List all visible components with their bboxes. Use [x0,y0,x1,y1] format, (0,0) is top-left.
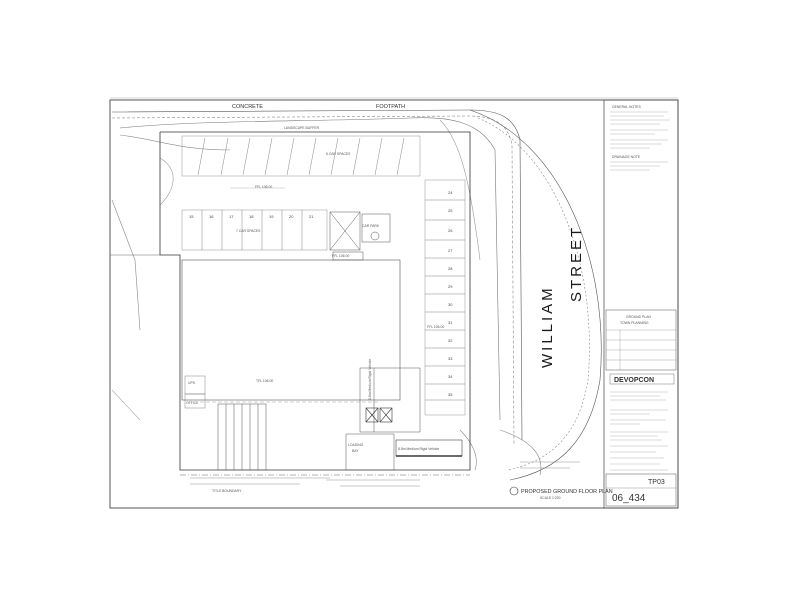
bay-number: 20 [289,214,294,219]
revision-code: TP03 [648,479,665,486]
drawing-number: 06_434 [612,493,646,504]
right-parking-numbers: 24 25 26 27 28 29 30 31 32 33 34 35 [448,190,453,397]
bay-number: 27 [448,248,453,253]
right-parking-column [424,179,466,416]
ups-label: UPS [188,381,196,385]
footpath-label: FOOTPATH [376,104,405,110]
bay-number: 25 [448,208,453,213]
title-boundary-label: TITLE BOUNDARY [212,489,242,493]
mid-parking-row [181,209,328,251]
bay-number: 15 [189,214,194,219]
landscape-buffer-label: LANDSCAPE BUFFER [284,126,320,130]
bottom-annotations [190,461,580,487]
bay-number: 28 [448,266,453,271]
bay-number: 31 [448,320,453,325]
right-parking-dividers [425,199,465,401]
bay-label: BAY [352,449,359,453]
bay-number: 16 [209,214,214,219]
street-label: STREET [568,225,585,302]
lower-building [217,367,421,471]
loading-crosses [365,407,393,423]
town-planning-label: TOWN PLANNING [620,321,649,325]
mid-car-spaces-label: 7 CAR SPACES [236,229,261,233]
tfl-main-label: TFL 106.00 [256,379,273,383]
bay-number: 26 [448,228,453,233]
vehicle-note: 8.8m Medium Rigid Vehicle [398,447,439,451]
mid-parking-dividers [201,210,303,250]
general-notes-heading: GENERAL NOTES [612,105,641,109]
car-park-label: CAR PARK [362,224,380,228]
bay-number: 34 [448,374,453,379]
bay-number: 18 [249,214,254,219]
office-label: OFFICE [186,401,199,405]
main-building [181,259,401,401]
drawing-scale: SCALE 1:200 [540,496,561,500]
william-label: WILLIAM [539,285,556,368]
top-parking-strip [181,135,421,177]
mid-parking-numbers: 15 16 17 18 19 20 21 [189,214,314,219]
bay-number: 19 [269,214,274,219]
loading-bay [345,433,395,471]
office-room [184,393,206,409]
bay-number: 17 [229,214,234,219]
bay-number: 21 [309,214,314,219]
ffl-core-label: FFL 106.00 [332,254,349,258]
bay-number: 33 [448,356,453,361]
ffl-right-label: FFL 106.00 [427,325,444,329]
drainage-heading: DRAINAGE NOTE [612,155,641,159]
ground-plan-label: GROUND PLAN [626,315,651,319]
bay-number: 35 [448,392,453,397]
bay-number: 24 [448,190,453,195]
bay-number: 29 [448,284,453,289]
title-block: GENERAL NOTES DRAINAGE NOTE GROUND PLAN … [603,99,679,509]
top-car-spaces-label: 6 CAR SPACES [326,152,351,156]
street-curves [111,109,602,481]
drawing-marker [509,486,519,496]
concrete-label: CONCRETE [232,104,263,110]
drawing-title: PROPOSED GROUND FLOOR PLAN [521,489,613,495]
top-parking-bays [197,137,405,176]
ffl-top-label: FFL 106.00 [255,185,272,189]
firm-name: DEVOPCON [614,377,654,384]
bay-number: 30 [448,302,453,307]
core-block [329,211,391,261]
vehicle-note-vertical: 8.8m Medium Rigid Vehicle [368,359,372,400]
loading-label: LOADING [348,443,364,447]
firm-logo [609,373,675,385]
bay-number: 32 [448,338,453,343]
